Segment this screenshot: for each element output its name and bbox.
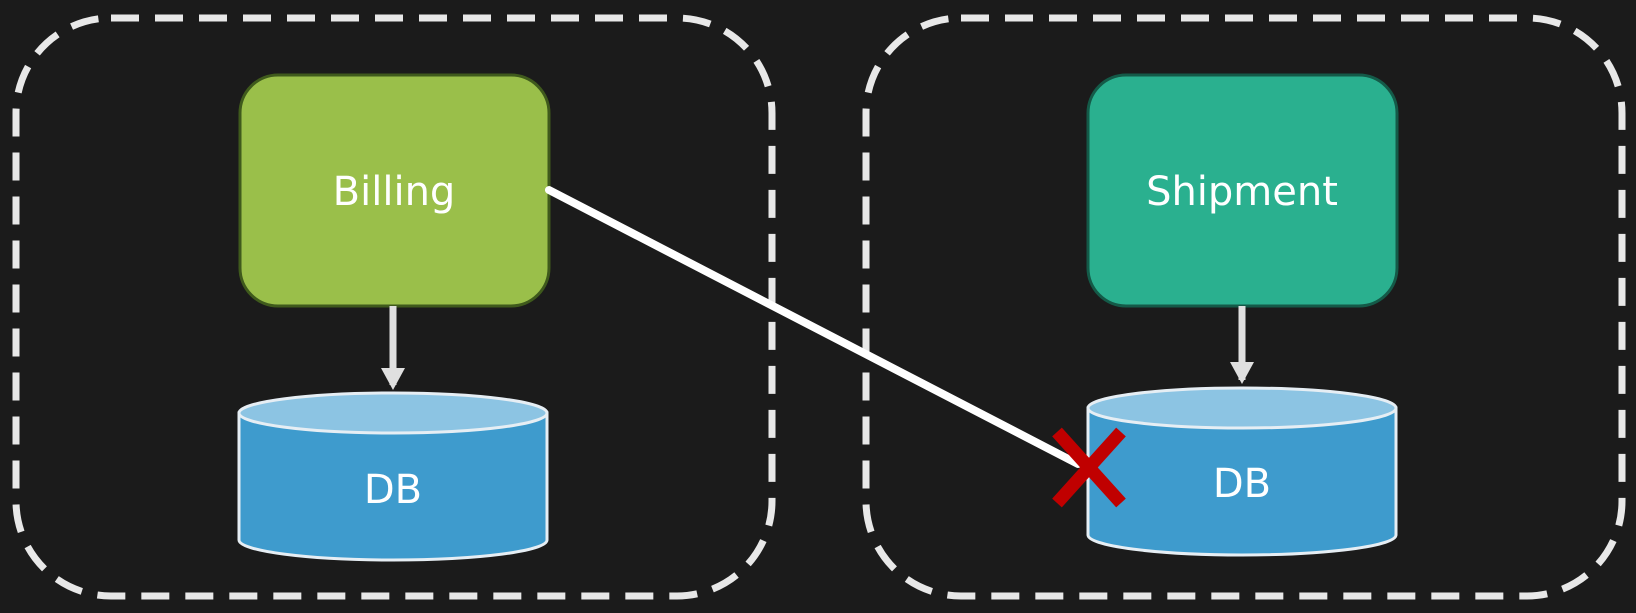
shipment-db-label: DB (1213, 461, 1271, 507)
billing-service: Billing (238, 73, 551, 308)
shipment-db-top (1086, 386, 1398, 430)
shipment-db-body (1086, 406, 1398, 557)
shipment-context-boundary (862, 14, 1626, 600)
shipment-database: DB (1086, 386, 1398, 557)
billing-context-boundary (12, 14, 776, 600)
billing-db-body (237, 411, 549, 562)
billing-service-label: Billing (333, 169, 456, 215)
billing-to-db-arrowhead (381, 368, 405, 390)
billing-db-top (237, 391, 549, 435)
cross-boundary-access-arrow (545, 186, 1082, 468)
cross-icon (1052, 427, 1126, 508)
shipment-service: Shipment (1086, 73, 1399, 308)
billing-db-label: DB (364, 467, 422, 513)
shipment-service-label: Shipment (1146, 169, 1338, 215)
shipment-to-db-arrowhead (1230, 362, 1254, 384)
billing-database: DB (237, 391, 549, 562)
